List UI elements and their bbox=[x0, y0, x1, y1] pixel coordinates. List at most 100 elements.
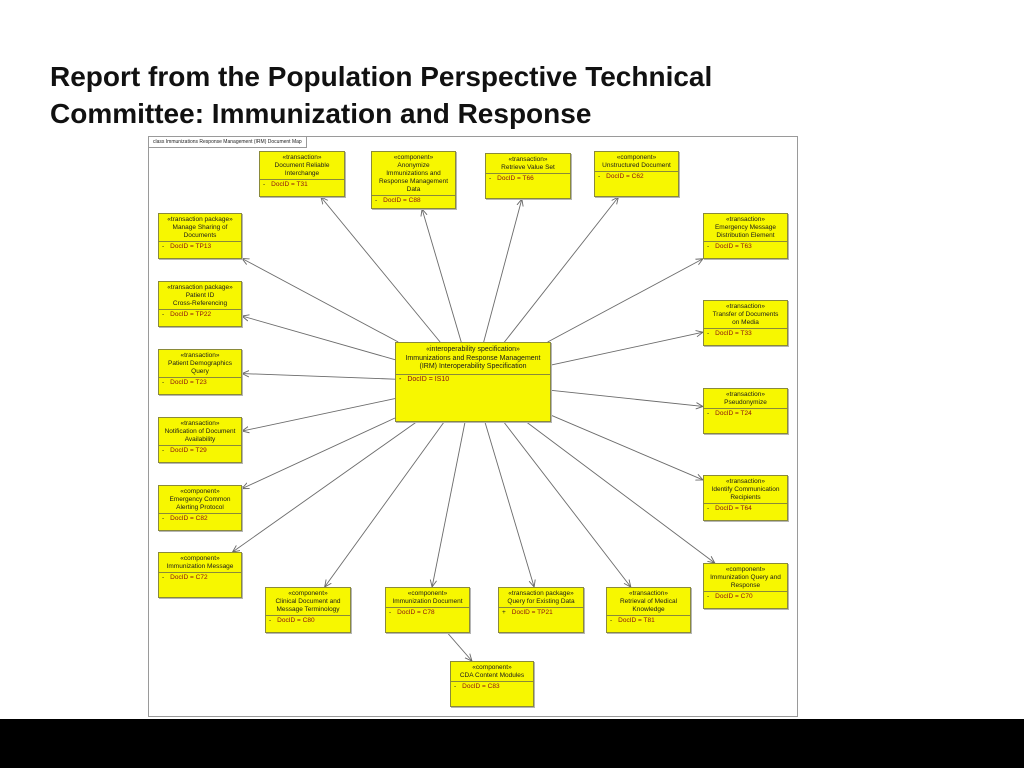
node-attribute-visibility: - bbox=[707, 505, 710, 512]
node-stereotype: «component» bbox=[288, 590, 328, 597]
node-stereotype: «transaction» bbox=[725, 303, 766, 310]
node-name-line: Transfer of Documents bbox=[712, 311, 779, 318]
node-attribute-visibility: - bbox=[399, 375, 402, 383]
node-attribute-visibility: - bbox=[162, 515, 165, 522]
node-attribute-visibility: - bbox=[610, 617, 613, 624]
node-attribute-visibility: - bbox=[707, 410, 710, 417]
node-name-line: on Media bbox=[732, 319, 759, 326]
node-attribute-value: DocID = TP22 bbox=[170, 311, 212, 318]
node-name-line: Pseudonymize bbox=[724, 399, 767, 406]
node-attribute-visibility: - bbox=[162, 574, 165, 581]
node-attribute: -DocID = TP13 bbox=[159, 242, 241, 252]
node-name-line: Manage Sharing of bbox=[172, 224, 228, 231]
node-stereotype: «transaction» bbox=[180, 352, 220, 359]
node-name-line: Identify Communication bbox=[711, 486, 780, 493]
node-attribute-value: DocID = T81 bbox=[618, 617, 655, 624]
node-stereotype: «interoperability specification» bbox=[426, 346, 520, 353]
node-stereotype: «component» bbox=[407, 590, 448, 597]
node-stereotype: «component» bbox=[616, 154, 657, 161]
node-name-line: Distribution Element bbox=[716, 232, 775, 239]
node-stereotype: «component» bbox=[393, 154, 434, 161]
node-attribute-value: DocID = C80 bbox=[277, 617, 315, 624]
node-name-line: Immunization Query and bbox=[710, 574, 781, 581]
node-attribute-value: DocID = T31 bbox=[271, 181, 308, 188]
node-header: «component»Unstructured Document bbox=[595, 152, 678, 172]
node-name-line: Documents bbox=[183, 232, 217, 239]
node-attribute-visibility: - bbox=[375, 197, 378, 204]
slide-title-line-2: Committee: Immunization and Response bbox=[50, 98, 592, 129]
node-name-line: Emergency Message bbox=[714, 224, 777, 231]
node-stereotype: «transaction» bbox=[282, 154, 322, 161]
node-attribute: -DocID = T33 bbox=[704, 329, 787, 339]
edge-central-to-t24 bbox=[550, 389, 703, 406]
edge-central-to-t64 bbox=[550, 414, 703, 480]
node-attribute-visibility: - bbox=[162, 243, 165, 250]
node-header: «component»Immunization Message bbox=[159, 553, 241, 573]
edge-central-to-t33 bbox=[550, 332, 703, 366]
node-stereotype: «transaction» bbox=[725, 391, 766, 398]
node-attribute-visibility: - bbox=[162, 311, 165, 318]
node-c72: «component»Immunization Message-DocID = … bbox=[158, 552, 242, 598]
node-name-line: Clinical Document and bbox=[275, 598, 341, 605]
node-attribute-value: DocID = TP21 bbox=[511, 609, 553, 616]
node-attribute-value: DocID = T63 bbox=[715, 243, 752, 250]
edge-central-to-t23 bbox=[242, 374, 396, 380]
edge-central-to-c72 bbox=[233, 421, 417, 552]
node-attribute-value: DocID = T66 bbox=[497, 175, 534, 182]
edge-c78-to-c83 bbox=[447, 632, 472, 661]
node-attribute: +DocID = TP21 bbox=[499, 608, 583, 618]
node-attribute-visibility: - bbox=[454, 683, 457, 690]
node-stereotype: «component» bbox=[725, 566, 766, 573]
node-attribute-value: DocID = C72 bbox=[170, 574, 208, 581]
node-c62: «component»Unstructured Document-DocID =… bbox=[594, 151, 679, 197]
node-name-line: Query for Existing Data bbox=[507, 598, 575, 605]
node-attribute: -DocID = C83 bbox=[451, 682, 533, 692]
node-attribute: -DocID = T81 bbox=[607, 616, 690, 626]
node-name-line: Alerting Protocol bbox=[176, 504, 224, 511]
node-attribute-value: DocID = T24 bbox=[715, 410, 752, 417]
node-attribute-value: DocID = T23 bbox=[170, 379, 207, 386]
node-header: «interoperability specification»Immuniza… bbox=[396, 343, 550, 375]
node-attribute: -DocID = C82 bbox=[159, 514, 241, 524]
node-attribute-visibility: - bbox=[263, 181, 266, 188]
edge-central-to-c80 bbox=[325, 421, 445, 587]
edge-central-to-c62 bbox=[504, 197, 618, 343]
node-attribute-visibility: - bbox=[489, 175, 492, 182]
node-attribute-value: DocID = T33 bbox=[715, 330, 752, 337]
node-attribute-value: DocID = IS10 bbox=[407, 375, 450, 383]
node-name-line: Data bbox=[406, 186, 421, 193]
node-name-line: Response Management bbox=[378, 178, 448, 185]
node-name-line: Cross-Referencing bbox=[172, 300, 228, 307]
node-stereotype: «component» bbox=[472, 664, 512, 671]
node-attribute: -DocID = T24 bbox=[704, 409, 787, 419]
node-stereotype: «transaction» bbox=[725, 478, 766, 485]
node-attribute: -DocID = T29 bbox=[159, 446, 241, 456]
node-attribute-value: DocID = C62 bbox=[606, 173, 644, 180]
node-stereotype: «transaction package» bbox=[508, 590, 574, 597]
node-name-line: Knowledge bbox=[632, 606, 665, 613]
node-stereotype: «transaction» bbox=[508, 156, 548, 163]
node-attribute: -DocID = C78 bbox=[386, 608, 469, 618]
edge-central-to-c88 bbox=[422, 209, 462, 343]
slide-title: Report from the Population Perspective T… bbox=[50, 58, 950, 132]
node-attribute: -DocID = T63 bbox=[704, 242, 787, 252]
node-attribute: -DocID = IS10 bbox=[396, 375, 550, 385]
edge-central-to-t31 bbox=[321, 197, 441, 343]
node-header: «transaction package»Query for Existing … bbox=[499, 588, 583, 608]
node-attribute-value: DocID = C78 bbox=[397, 609, 435, 616]
node-tp21: «transaction package»Query for Existing … bbox=[498, 587, 584, 633]
node-t66: «transaction»Retrieve Value Set-DocID = … bbox=[485, 153, 571, 199]
node-attribute: -DocID = T23 bbox=[159, 378, 241, 388]
node-name-line: (IRM) Interoperability Specification bbox=[419, 363, 527, 370]
